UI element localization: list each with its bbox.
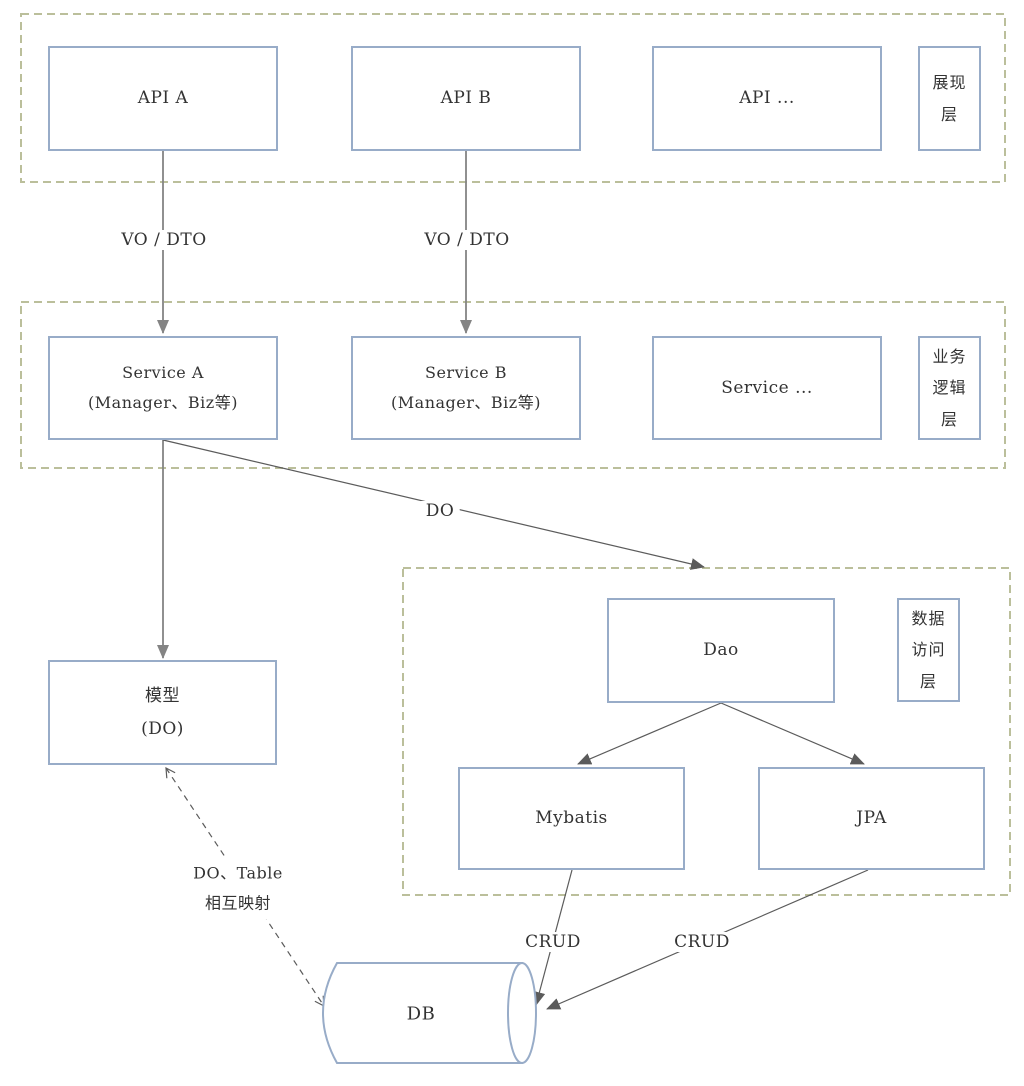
presentation-layer-line2: 层	[940, 104, 958, 124]
data-access-layer-line2: 访问	[911, 640, 946, 660]
box-mybatis-label: Mybatis	[535, 808, 608, 829]
box-service-b-line2: (Manager、Biz等)	[391, 393, 541, 412]
presentation-layer-line1: 展现	[932, 73, 967, 93]
business-layer-line1: 业务	[932, 347, 967, 367]
box-model-do: 模型 (DO)	[48, 660, 277, 765]
box-api-a-label: API A	[137, 88, 189, 109]
data-access-layer-line1: 数据	[911, 609, 946, 629]
data-access-layer-container	[402, 567, 1011, 896]
edge-label-vo-dto-2: VO / DTO	[419, 230, 515, 250]
box-dao: Dao	[607, 598, 835, 703]
db-cylinder	[322, 962, 537, 1064]
box-service-a: Service A (Manager、Biz等)	[48, 336, 278, 440]
box-api-a: API A	[48, 46, 278, 151]
edge-label-crud-1: CRUD	[520, 932, 586, 952]
box-service-b: Service B (Manager、Biz等)	[351, 336, 581, 440]
edge-label-mapping-line2: 相互映射	[204, 894, 271, 913]
box-mybatis: Mybatis	[458, 767, 685, 870]
box-jpa: JPA	[758, 767, 985, 870]
business-layer-container	[20, 301, 1006, 469]
db-label: DB	[406, 1003, 436, 1025]
box-jpa-label: JPA	[856, 808, 887, 829]
box-model-line1: 模型	[145, 686, 180, 707]
box-api-more: API ...	[652, 46, 882, 151]
edge-label-do: DO	[420, 501, 460, 521]
arrow-dao-to-jpa	[720, 702, 865, 765]
box-service-a-line1: Service A	[122, 362, 204, 382]
edge-label-mapping-line1: DO、Table	[193, 863, 283, 883]
box-dao-label: Dao	[703, 640, 739, 661]
business-layer-line2: 逻辑	[932, 378, 967, 398]
presentation-layer-container	[20, 13, 1006, 183]
box-service-b-line1: Service B	[424, 362, 507, 382]
arrow-model-db-mapping	[165, 766, 325, 1008]
edge-label-vo-dto-1: VO / DTO	[116, 230, 212, 250]
box-service-a-line2: (Manager、Biz等)	[88, 393, 238, 412]
box-api-b-label: API B	[440, 88, 492, 109]
box-service-more: Service ...	[652, 336, 882, 440]
edge-label-crud-2: CRUD	[669, 932, 735, 952]
edge-label-mapping: DO、Table 相互映射	[188, 858, 288, 920]
box-api-more-label: API ...	[739, 88, 795, 109]
box-model-line2: (DO)	[141, 718, 184, 739]
data-access-layer-line3: 层	[919, 671, 937, 691]
label-data-access-layer: 数据 访问 层	[897, 598, 960, 702]
label-presentation-layer: 展现 层	[918, 46, 981, 151]
arrow-dao-to-mybatis	[577, 702, 722, 765]
box-service-more-label: Service ...	[721, 377, 813, 398]
label-business-layer: 业务 逻辑 层	[918, 336, 981, 440]
business-layer-line3: 层	[940, 409, 958, 429]
box-api-b: API B	[351, 46, 581, 151]
